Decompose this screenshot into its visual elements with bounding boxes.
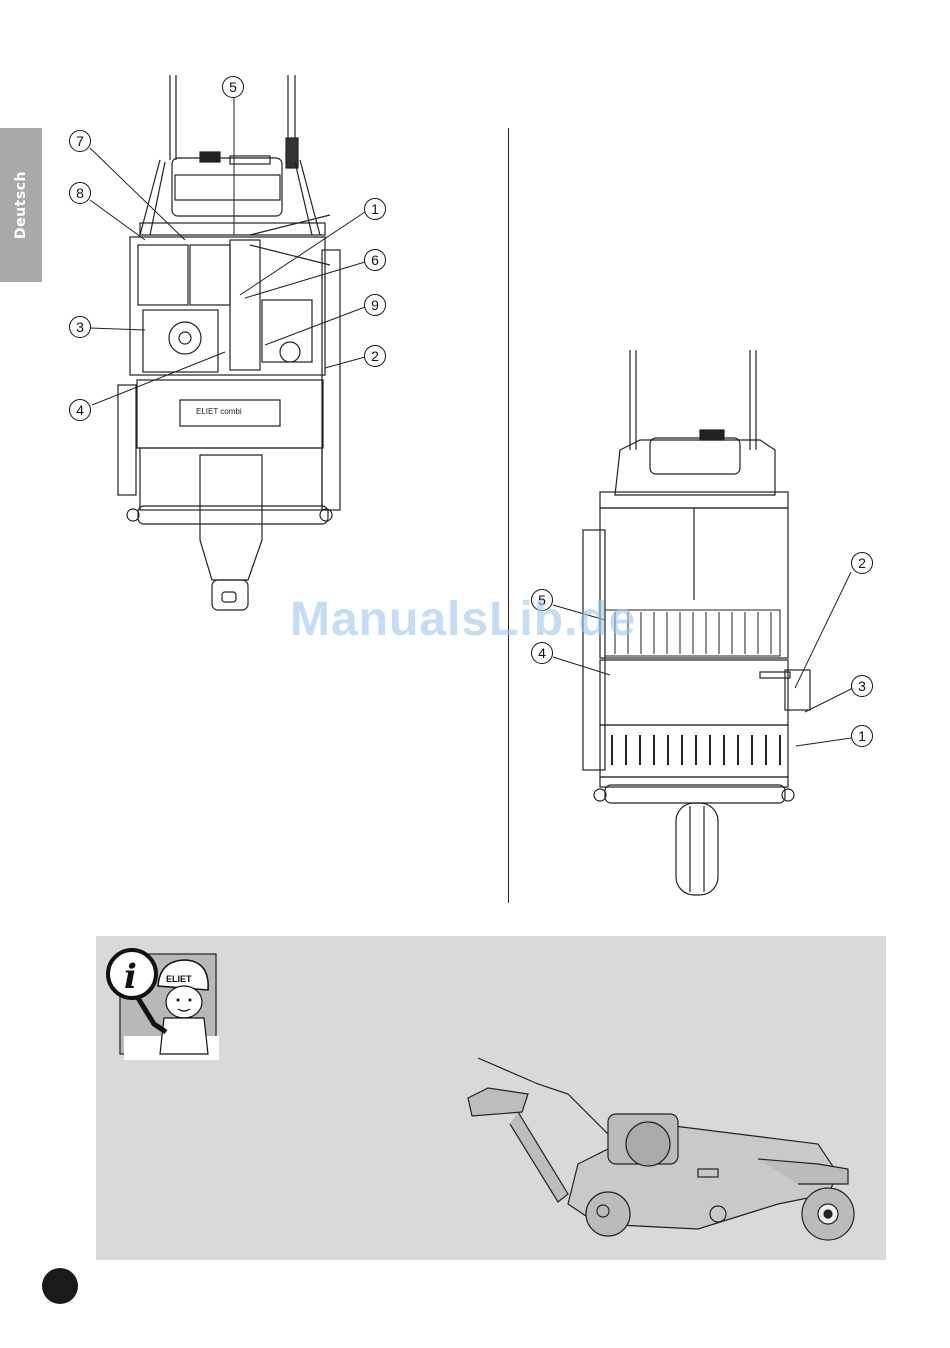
- page-number-dot: [42, 1268, 78, 1304]
- callout-7: 7: [69, 130, 91, 152]
- callout-1: 1: [851, 725, 873, 747]
- callout-3: 3: [69, 316, 91, 338]
- callout-3: 3: [851, 675, 873, 697]
- info-i-glyph: i: [124, 957, 137, 997]
- info-mascot-icon: i ELIET: [104, 946, 224, 1071]
- callout-1: 1: [364, 198, 386, 220]
- callout-9: 9: [364, 294, 386, 316]
- callout-2: 2: [364, 345, 386, 367]
- callout-8: 8: [69, 182, 91, 204]
- info-box: i ELIET: [96, 936, 886, 1260]
- watermark: ManualsLib.de: [290, 592, 636, 647]
- machine-side-view-drawing: [458, 1054, 858, 1254]
- callout-6: 6: [364, 249, 386, 271]
- callout-5: 5: [222, 76, 244, 98]
- callout-4: 4: [69, 399, 91, 421]
- mascot-badge-text: ELIET: [166, 974, 192, 984]
- callout-2: 2: [851, 552, 873, 574]
